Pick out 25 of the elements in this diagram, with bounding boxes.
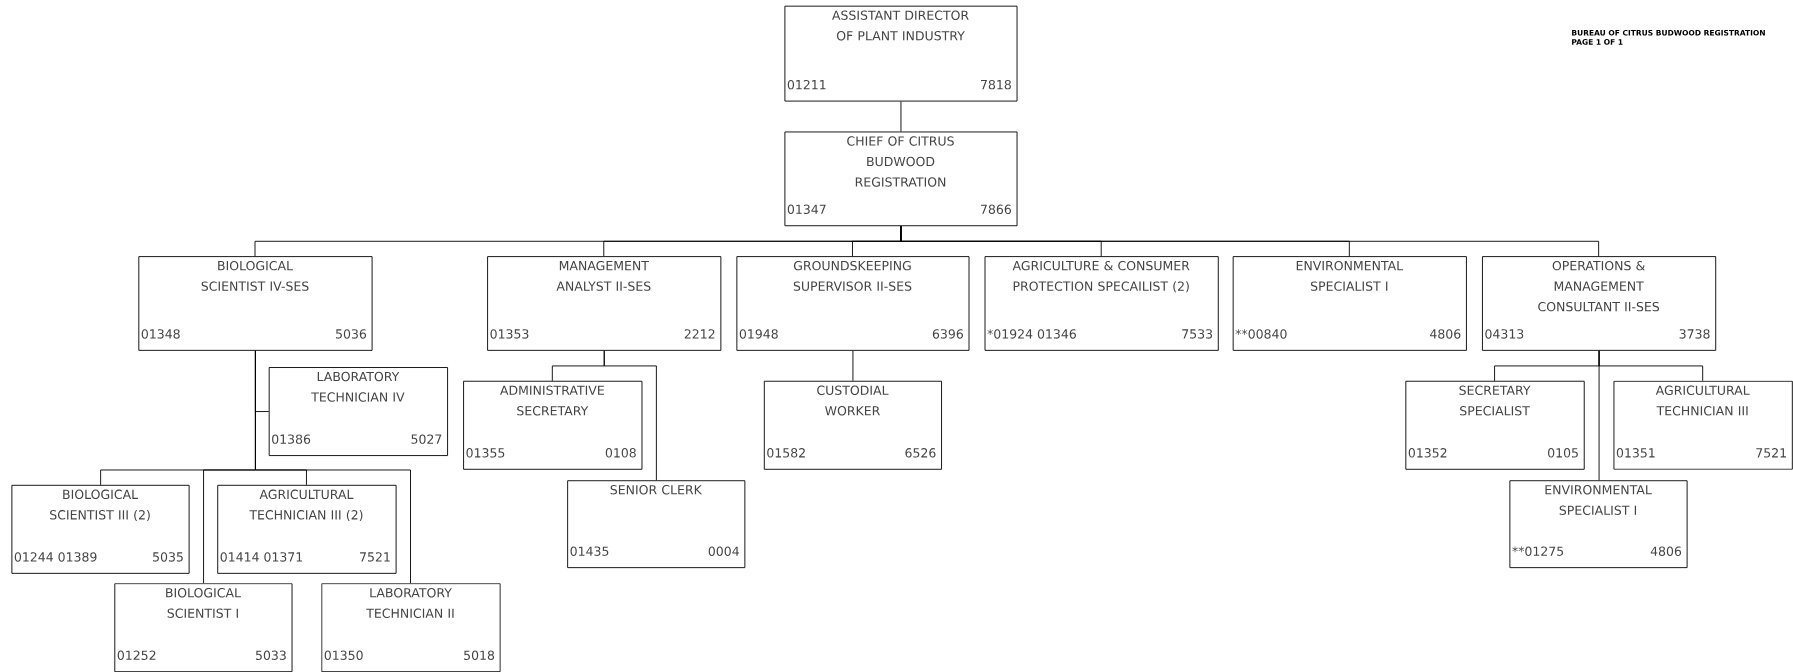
position-box: BIOLOGICAL SCIENTIST I 01252 5033: [114, 583, 293, 672]
position-box: LABORATORY TECHNICIAN II 01350 5018: [321, 583, 501, 672]
position-box: SENIOR CLERK 01435 0004: [567, 480, 746, 569]
position-box: ADMINISTRATIVE SECRETARY 01355 0108: [463, 380, 643, 470]
position-box: OPERATIONS & MANAGEMENT CONSULTANT II-SES 04313 3738: [1482, 256, 1717, 351]
connector-line: [255, 350, 411, 584]
position-box: BIOLOGICAL SCIENTIST III (2) 01244 01389 5035: [11, 484, 190, 574]
connector-line: [900, 101, 902, 132]
position-box: GROUNDSKEEPING SUPERVISOR II-SES 01948 6396: [736, 256, 970, 351]
connector-line: [603, 350, 657, 481]
position-box: AGRICULTURE & CONSUMER PROTECTION SPECAILIST (2) *01924 01346 7533: [984, 256, 1219, 351]
position-box: BIOLOGICAL SCIENTIST IV-SES 01348 5036: [138, 256, 373, 351]
position-box: LABORATORY TECHNICIAN IV 01386 5027: [268, 367, 448, 456]
position-box: MANAGEMENT ANALYST II-SES 01353 2212: [487, 256, 722, 351]
connector-line: [1598, 350, 1600, 481]
position-box: AGRICULTURAL TECHNICIAN III (2) 01414 01371 7521: [217, 484, 397, 574]
position-box: ASSISTANT DIRECTOR OF PLANT INDUSTRY 01211 7818: [784, 5, 1018, 102]
position-box: AGRICULTURAL TECHNICIAN III 01351 7521: [1613, 380, 1793, 470]
position-box: CUSTODIAL WORKER 01582 6526: [763, 380, 942, 470]
position-box: SECRETARY SPECIALIST 01352 0105: [1405, 380, 1585, 470]
position-box: ENVIRONMENTAL SPECIALIST I **00840 4806: [1232, 256, 1467, 351]
connector-line: [852, 350, 854, 382]
position-box: CHIEF OF CITRUS BUDWOOD REGISTRATION 01347 7866: [784, 131, 1018, 227]
connector-line: [900, 225, 1600, 257]
position-box: ENVIRONMENTAL SPECIALIST I **01275 4806: [1509, 480, 1688, 569]
